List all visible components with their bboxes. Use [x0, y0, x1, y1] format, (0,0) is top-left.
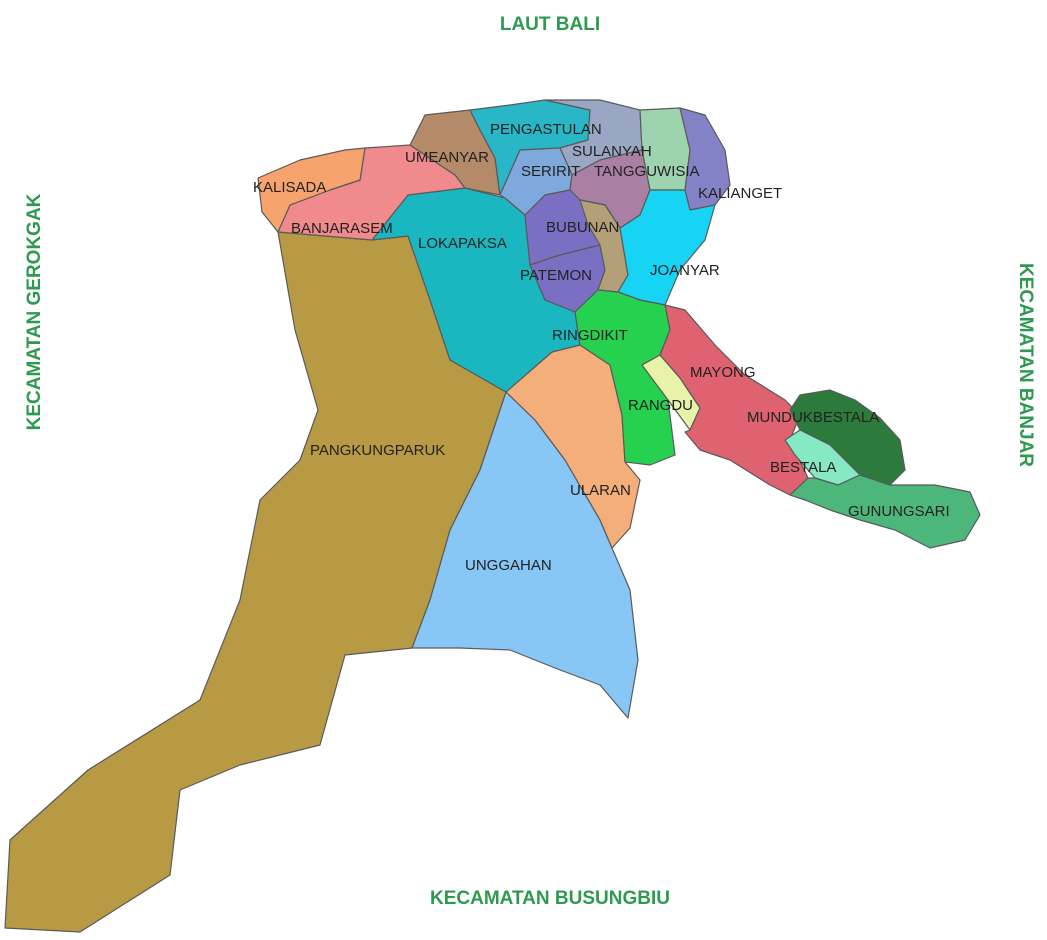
label-kalisada: KALISADA — [253, 179, 326, 196]
border-label-north: LAUT BALI — [500, 14, 600, 35]
label-gunungsari: GUNUNGSARI — [848, 503, 950, 520]
label-lokapaksa: LOKAPAKSA — [418, 235, 507, 252]
border-label-east: KECAMATAN BANJAR — [1015, 263, 1036, 467]
label-umeanyar: UMEANYAR — [405, 149, 489, 166]
label-kaliangget: KALIANGET — [698, 185, 782, 202]
label-bubunan: BUBUNAN — [546, 219, 619, 236]
label-ringdikit: RINGDIKIT — [552, 327, 628, 344]
label-sulanyah: SULANYAH — [572, 143, 652, 160]
border-label-south: KECAMATAN BUSUNGBIU — [430, 888, 670, 909]
label-pangkungparuk: PANGKUNGPARUK — [310, 442, 445, 459]
label-unggahan: UNGGAHAN — [465, 557, 552, 574]
label-mayong: MAYONG — [690, 364, 756, 381]
label-mundukbestala: MUNDUKBESTALA — [747, 409, 879, 426]
label-seririt: SERIRIT — [521, 163, 580, 180]
label-rangdu: RANGDU — [628, 397, 693, 414]
region-kalisada[interactable] — [257, 147, 366, 233]
label-banjarasem: BANJARASEM — [291, 220, 393, 237]
label-bestala: BESTALA — [770, 459, 836, 476]
label-pengastulan: PENGASTULAN — [490, 121, 602, 138]
label-patemon: PATEMON — [520, 267, 592, 284]
region-gunungsari[interactable] — [789, 474, 981, 549]
region-mayong[interactable] — [659, 304, 809, 496]
label-tangguwisia: TANGGUWISIA — [594, 163, 700, 180]
border-label-west: KECAMATAN GEROKGAK — [24, 193, 45, 430]
label-joanyar: JOANYAR — [650, 262, 720, 279]
label-ularan: ULARAN — [570, 482, 631, 499]
region-pangkungparuk[interactable] — [4, 231, 507, 933]
